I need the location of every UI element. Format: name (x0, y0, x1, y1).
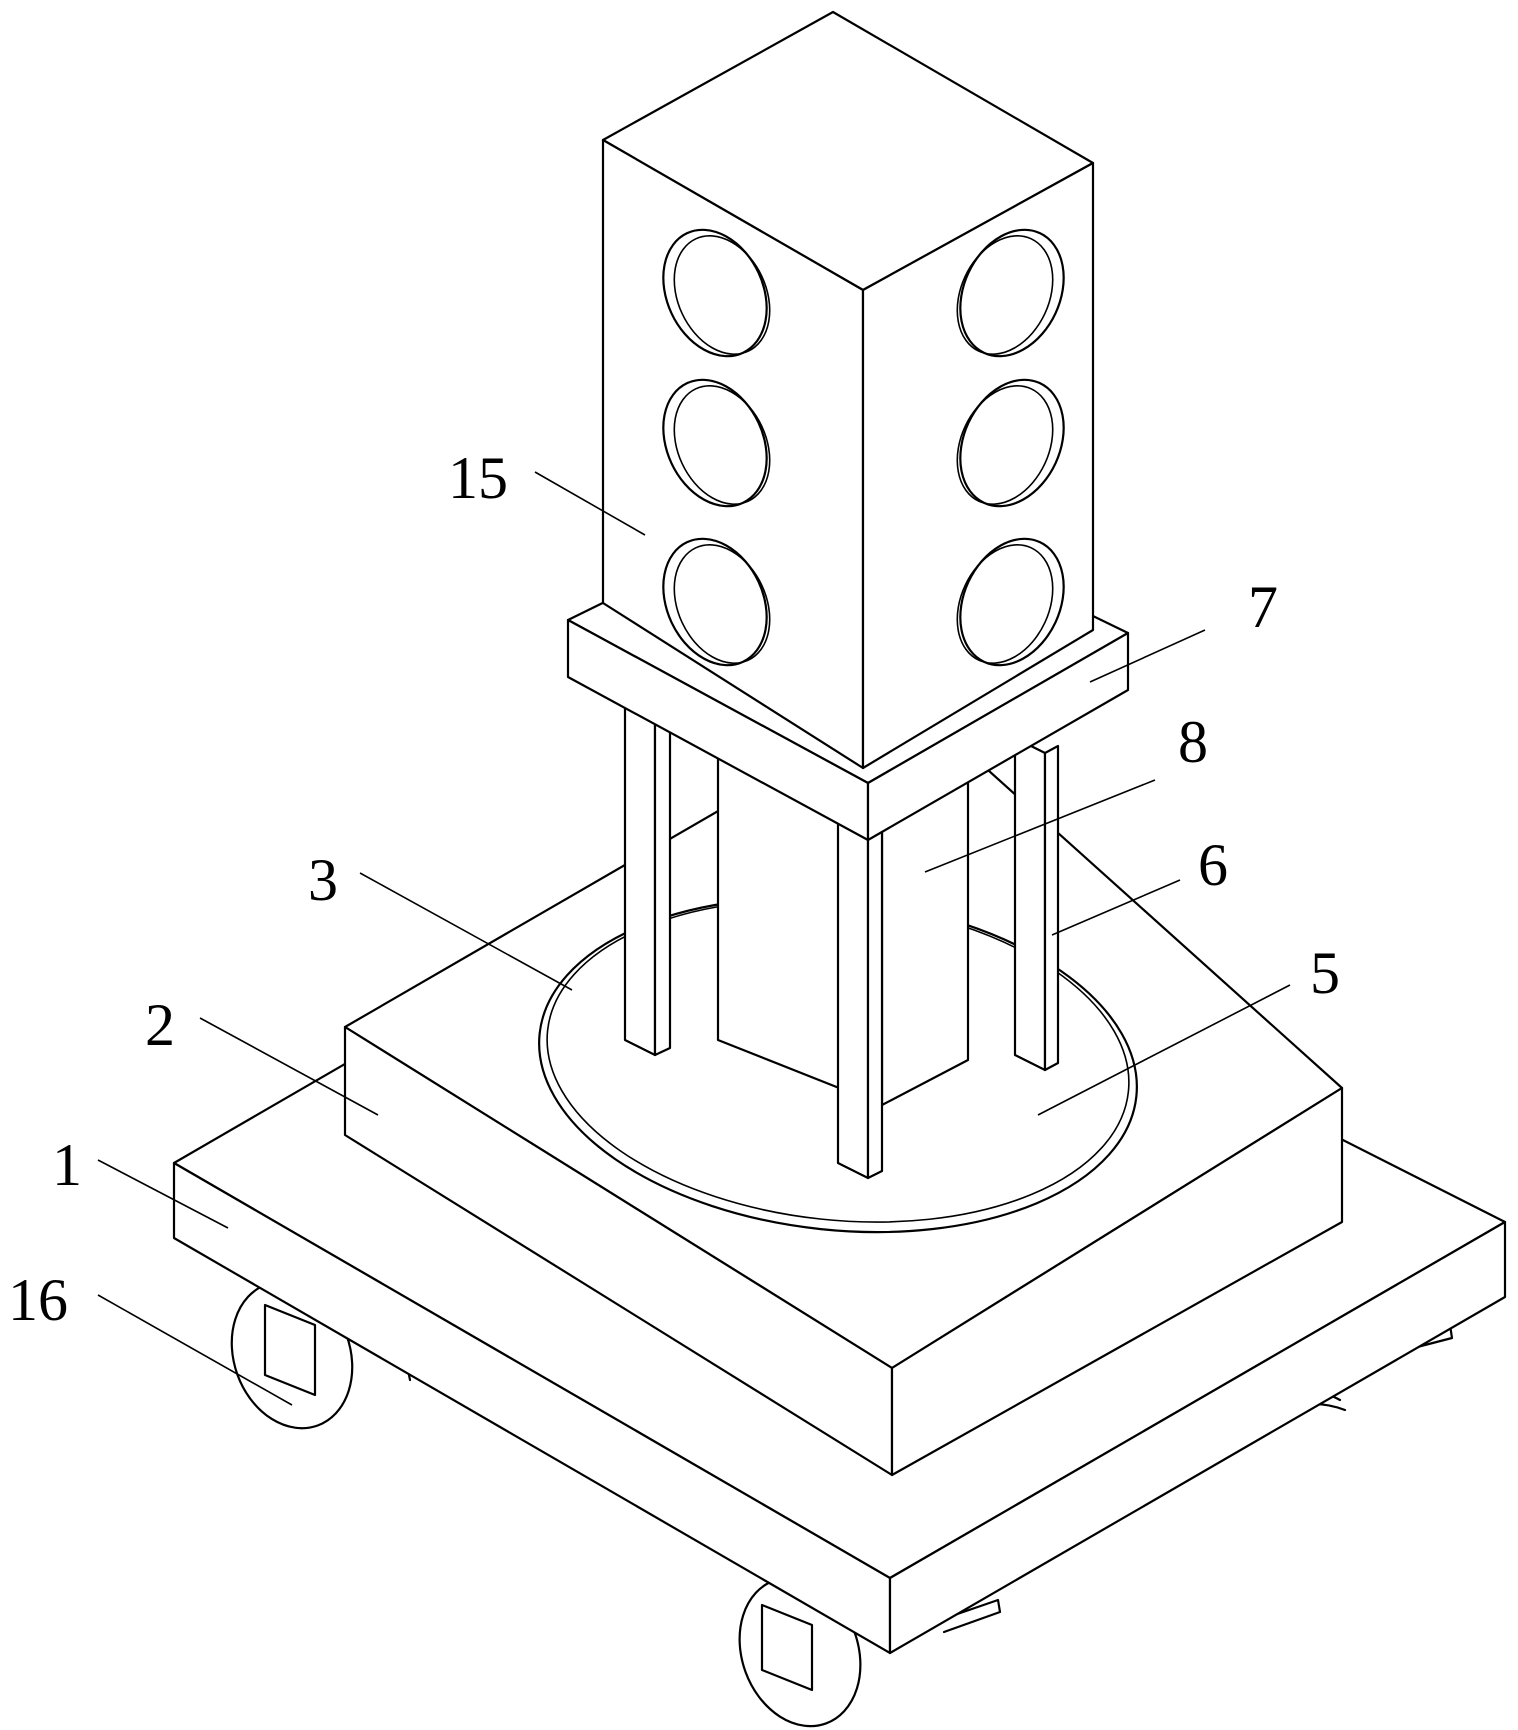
leader-6 (1051, 879, 1181, 936)
rear-posts (623, 698, 1060, 1072)
label-6: 6 (1198, 832, 1228, 898)
leader-7 (1089, 629, 1206, 683)
label-8: 8 (1178, 709, 1208, 775)
leader-3 (359, 872, 573, 991)
label-5: 5 (1310, 940, 1340, 1006)
leader-15 (534, 471, 646, 536)
label-15: 15 (448, 445, 508, 511)
label-7: 7 (1248, 574, 1278, 640)
leader-5 (1037, 984, 1291, 1116)
callout-labels: 15 7 8 6 3 5 2 1 16 (8, 445, 1340, 1333)
label-2: 2 (145, 992, 175, 1058)
lamps (662, 228, 1065, 667)
front-posts (836, 818, 884, 1180)
leader-2 (199, 1017, 379, 1116)
label-1: 1 (52, 1132, 82, 1198)
leader-16 (97, 1294, 293, 1406)
label-16: 16 (8, 1267, 68, 1333)
leader-lines (97, 471, 1291, 1406)
leader-1 (97, 1159, 229, 1229)
label-3: 3 (308, 847, 338, 913)
leader-8 (924, 779, 1156, 873)
